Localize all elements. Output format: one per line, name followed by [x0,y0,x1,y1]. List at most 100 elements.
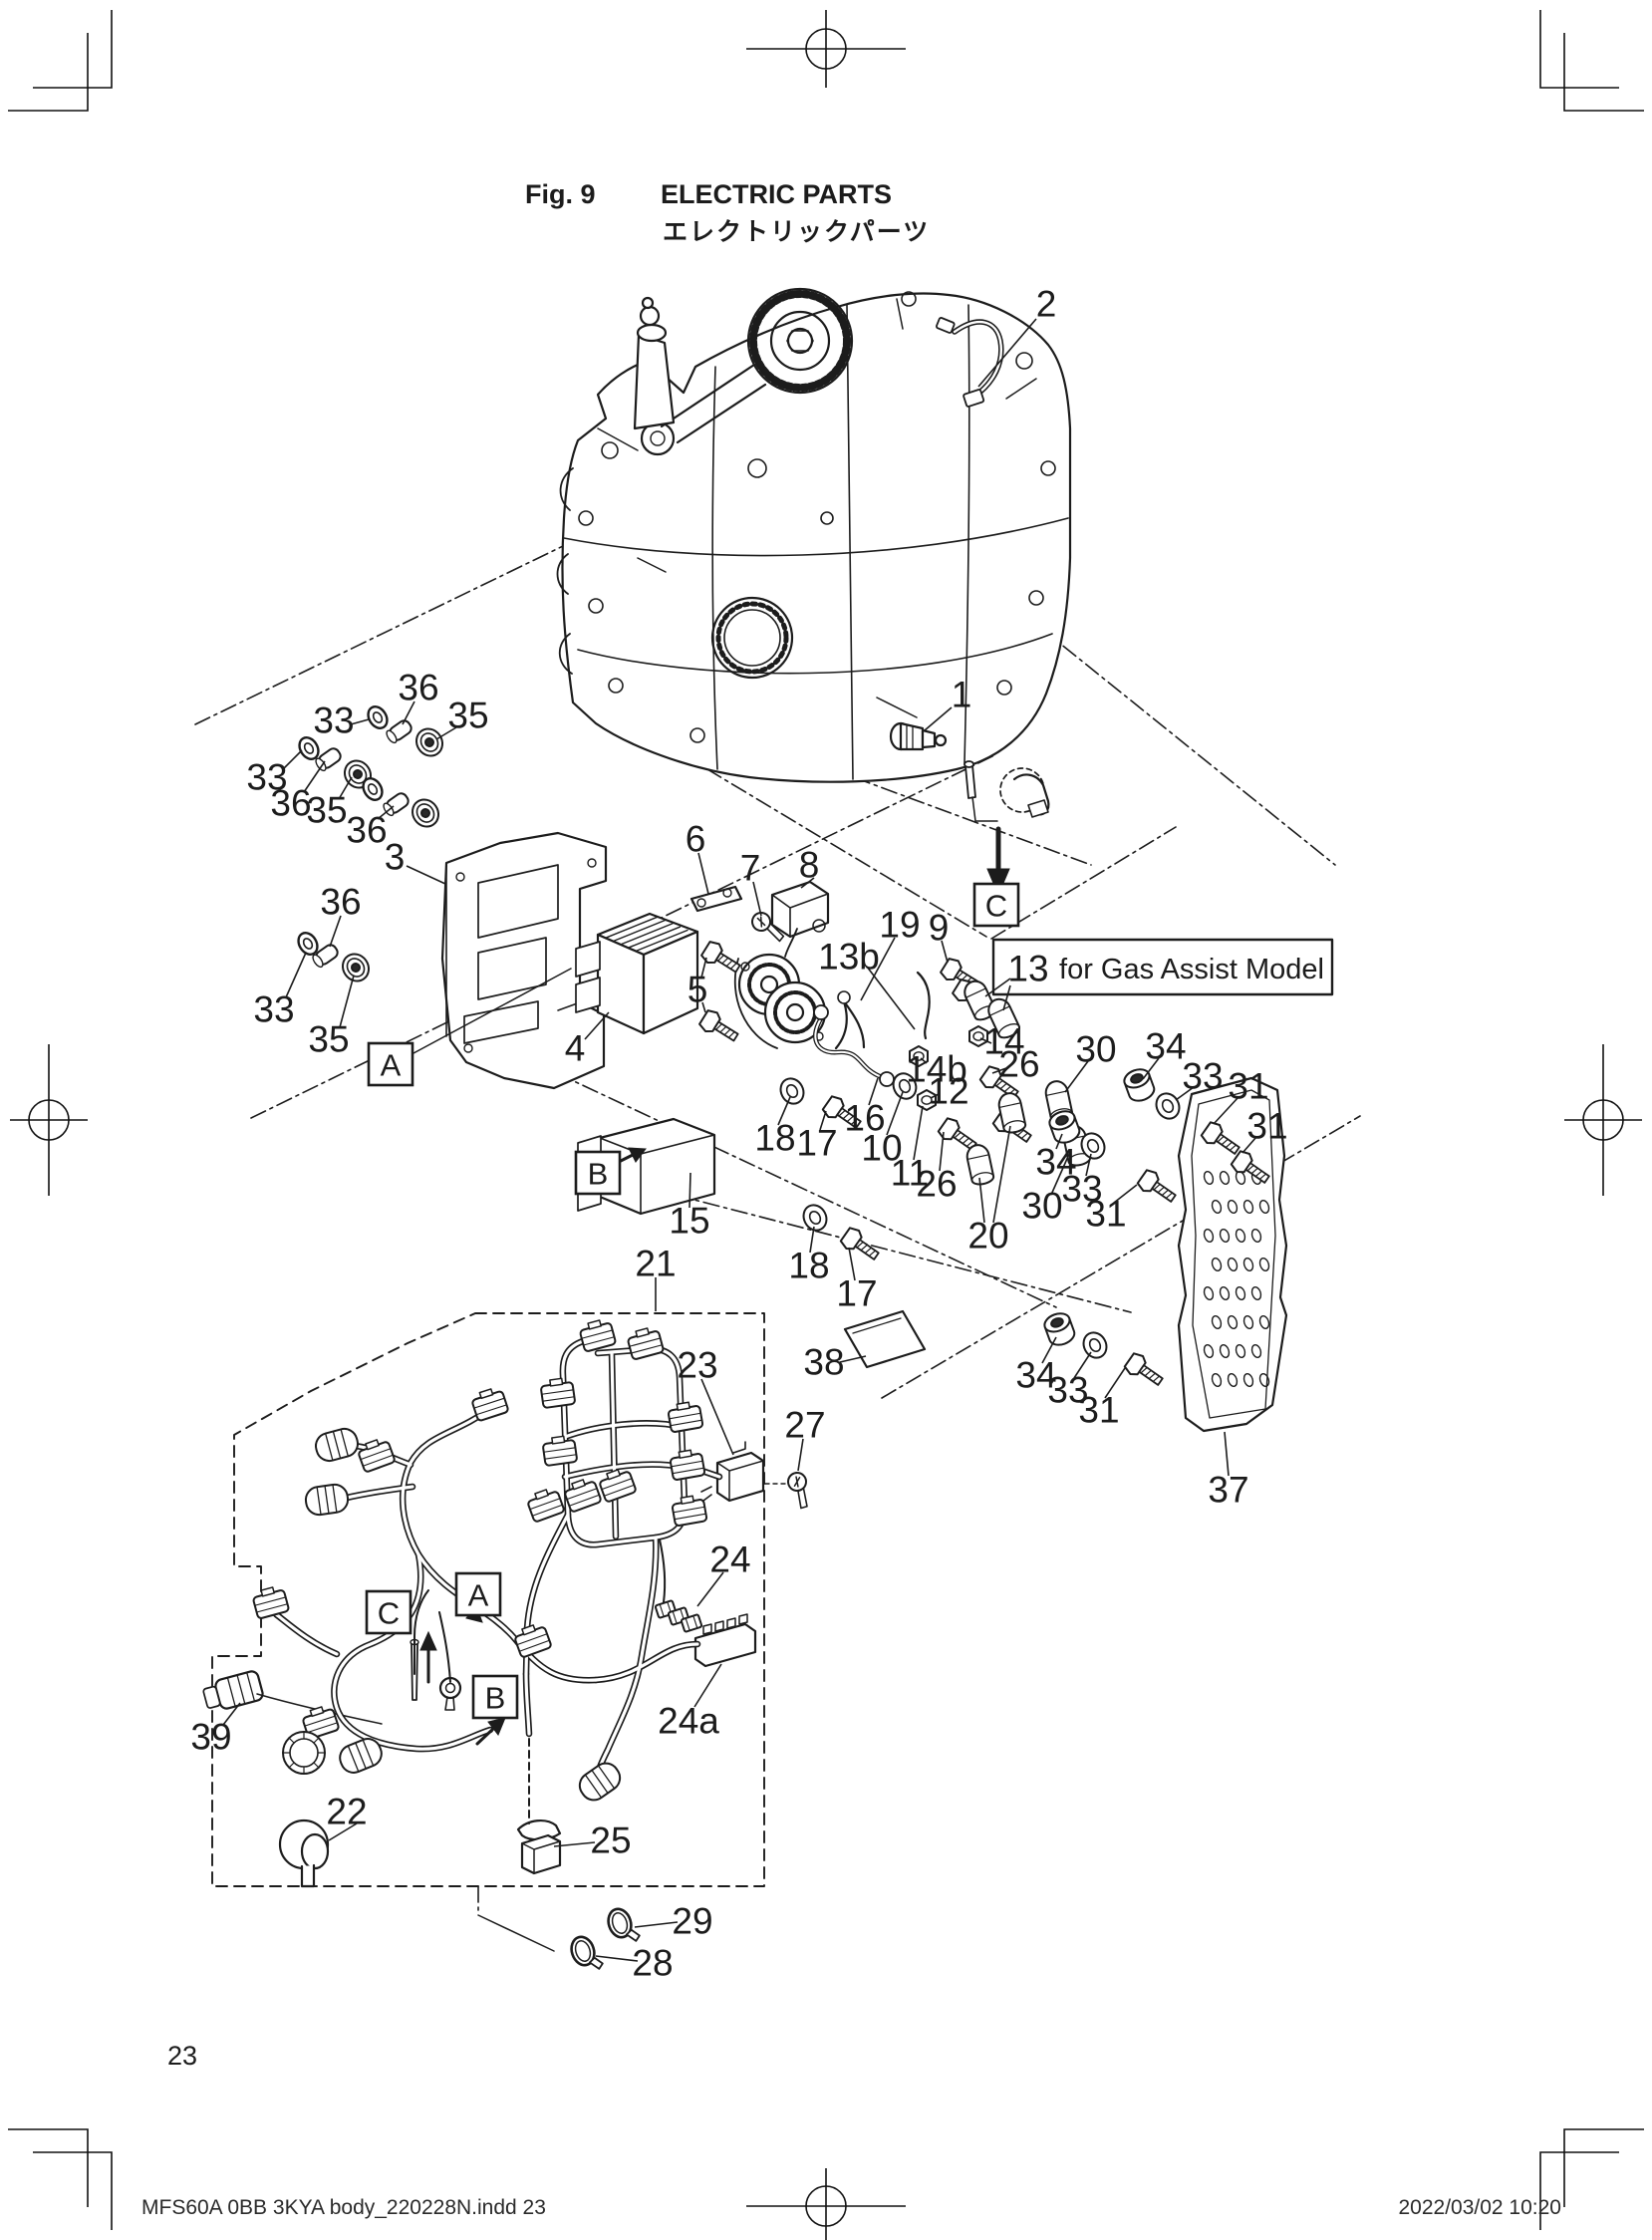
callout-31: 31 [1241,1106,1288,1154]
callout-33: 33 [313,700,370,741]
callout-number-2: 2 [1036,284,1057,325]
callout-12: 12 [928,1071,968,1112]
callout-23: 23 [677,1345,734,1456]
callout-number-15: 15 [669,1201,709,1242]
callout-number-4: 4 [565,1028,586,1069]
callout-number-14b: 14b [906,1049,967,1090]
callout-14: 14 [979,1021,1025,1062]
fuse-holder-drawing [693,1613,757,1668]
callout-number-34: 34 [1145,1026,1186,1067]
callout-33: 33 [1175,1056,1224,1101]
callout-number-36: 36 [346,810,387,851]
grommet-22-drawing [278,1819,330,1888]
callout-2: 2 [977,284,1057,388]
callout-21: 21 [635,1244,677,1311]
footer-timestamp: 2022/03/02 10:20 [1399,2196,1562,2219]
register-target-right [1564,1044,1642,1196]
figure-title-en: ELECTRIC PARTS [661,179,892,209]
callout-number-18: 18 [754,1118,795,1159]
callout-number-19: 19 [879,905,920,946]
callout-number-3: 3 [385,837,406,878]
callout-4: 4 [565,1011,610,1069]
callout-number-31: 31 [1085,1194,1126,1235]
callout-number-13b: 13b [818,937,880,978]
callout-34: 34 [1015,1336,1057,1396]
callout-number-33: 33 [313,700,354,741]
callout-number-36: 36 [398,668,438,708]
callout-39: 39 [190,1702,241,1758]
arrow-to-c-head [986,868,1010,897]
view-letter-B: B [574,1150,622,1196]
callout-number-6: 6 [686,819,706,860]
callout-17: 17 [836,1247,878,1314]
callout-33: 33 [253,952,307,1030]
callout-number-31: 31 [1246,1106,1287,1147]
callout-31: 31 [1213,1066,1269,1125]
callout-number-38: 38 [803,1342,844,1383]
callout-17: 17 [796,1110,838,1164]
callout-number-12: 12 [928,1071,968,1112]
callout-number-7: 7 [740,848,761,889]
callout-33: 33 [246,749,303,798]
callout-number-36: 36 [320,882,361,923]
callout-number-29: 29 [672,1901,712,1942]
callout-number-18: 18 [788,1246,829,1286]
callout-22: 22 [326,1792,368,1841]
hardware-parts [250,701,1274,1977]
callout-number-8: 8 [799,845,820,886]
callout-7: 7 [740,848,762,917]
label-plate-drawing [843,1309,927,1369]
callout-31: 31 [1085,1184,1138,1235]
callout-number-20: 20 [967,1216,1008,1257]
connector-39-drawing [202,1670,264,1710]
callout-number-33: 33 [246,757,287,798]
view-arrows [419,826,1010,1746]
callout-number-23: 23 [677,1345,717,1386]
callout-26: 26 [991,1044,1040,1085]
callout-number-36: 36 [270,783,311,824]
figure-number: Fig. 9 [525,179,596,209]
gas-assist-label: for Gas Assist Model [1059,954,1324,985]
callout-13: 13 [984,949,1049,1011]
callout-number-30: 30 [1075,1029,1116,1070]
callout-number-22: 22 [326,1792,367,1832]
svg-text:B: B [485,1681,506,1716]
callout-36: 36 [398,668,439,725]
svg-text:B: B [588,1157,609,1192]
register-target-left [10,1044,88,1196]
callout-6: 6 [686,819,709,895]
callout-number-5: 5 [688,970,708,1010]
oil-pressure-switch-drawing [889,721,948,751]
callout-number-10: 10 [861,1128,902,1169]
callout-27: 27 [784,1405,826,1472]
lead-wire-drawing [834,971,931,1050]
callout-number-21: 21 [635,1244,676,1284]
callout-1: 1 [924,675,971,731]
callout-number-17: 17 [836,1273,877,1314]
callout-25: 25 [553,1820,632,1861]
callout-number-33: 33 [253,989,294,1030]
callout-number-24: 24 [709,1540,750,1580]
svg-text:C: C [985,889,1007,924]
callout-36: 36 [346,805,395,851]
callout-30: 30 [1021,1151,1071,1227]
callout-number-33: 33 [1182,1056,1223,1097]
registration-marks [8,10,1644,2240]
misc-leader-lines [413,968,572,1952]
callout-26: 26 [916,1131,958,1205]
figure-title-jp: エレクトリックパーツ [663,217,930,246]
callout-number-35: 35 [306,790,347,831]
callout-number-14: 14 [983,1021,1024,1062]
gas-assist-box [991,938,1334,996]
callout-number-31: 31 [1228,1066,1268,1107]
rectifier-regulator-drawing [575,912,699,1035]
callout-number-26: 26 [998,1044,1039,1085]
callout-35: 35 [435,696,489,740]
callout-36: 36 [270,760,326,824]
engine-drawing [556,287,1072,783]
link-plate-drawing [689,885,743,913]
callout-number-31: 31 [1078,1390,1119,1431]
callout-29: 29 [634,1901,713,1942]
callout-number-34: 34 [1035,1142,1076,1183]
